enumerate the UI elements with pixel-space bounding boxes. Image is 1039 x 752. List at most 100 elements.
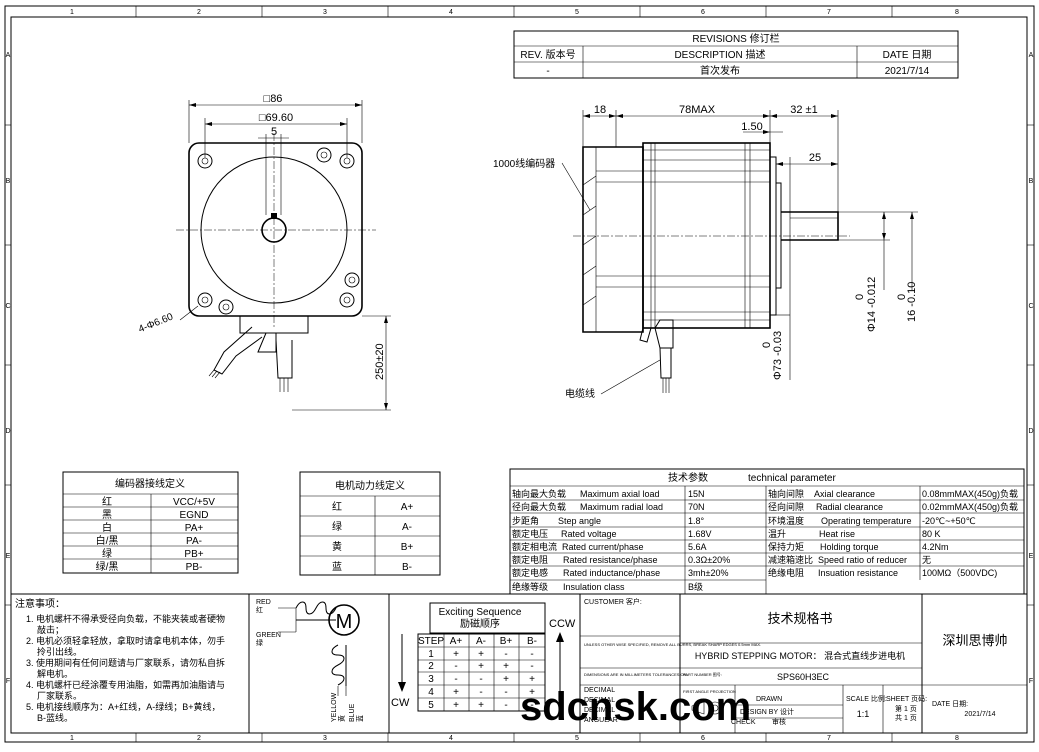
seq-cell: 2 <box>428 661 434 672</box>
param-label-en: Insulation class <box>563 582 625 592</box>
dim-16-b: 16 -0.10 <box>906 282 918 322</box>
seq-header: STEP <box>418 636 444 647</box>
param-value: B级 <box>688 581 703 592</box>
wire-green-cn: 绿 <box>256 638 263 647</box>
encoder-signal: VCC/+5V <box>173 497 215 508</box>
note-line: 5. 电机接线顺序为：A+红线，A-绿线；B+黄线， <box>26 701 221 712</box>
col-label: 1 <box>70 735 74 742</box>
approve-label: 审核 <box>772 717 786 726</box>
seq-cell: + <box>478 700 484 711</box>
company-name: 深圳思博帅 <box>942 633 1007 648</box>
col-label: 1 <box>70 9 74 16</box>
col-label: 4 <box>449 735 453 742</box>
col-label: 8 <box>955 9 959 16</box>
col-label: 2 <box>197 735 201 742</box>
param-value: 15N <box>688 489 705 499</box>
revisions-title: REVISIONS 修订栏 <box>692 32 779 45</box>
seq-cell: 1 <box>428 649 434 660</box>
param-value: 0.02mmMAX(450g)负载 <box>922 501 1018 512</box>
wire-blue-cn: 蓝 <box>355 715 364 722</box>
dim-16-a: 0 <box>896 294 908 300</box>
param-label-en: Maximum radial load <box>580 502 663 512</box>
row-label: E <box>1029 553 1034 560</box>
encoder-color: 白/黑 <box>96 534 119 547</box>
seq-cell: - <box>530 661 533 672</box>
tolerance-decimal: DECIMAL <box>584 707 615 714</box>
seq-header: A+ <box>450 636 463 647</box>
param-value: 无 <box>922 555 931 565</box>
power-signal: B- <box>402 562 412 573</box>
param-label-en: Rated voltage <box>561 529 617 539</box>
scale-value: 1:1 <box>857 709 870 719</box>
part-number: SPS60H3EC <box>777 672 830 682</box>
col-label: 3 <box>323 9 327 16</box>
param-value: 1.68V <box>688 529 712 539</box>
note-line: 敲击； <box>37 624 64 635</box>
tolerance-note: UNLESS OTHER WISE SPECIFIED, REMOVE ALL … <box>584 642 761 647</box>
row-label: B <box>6 178 11 185</box>
param-label-cn: 轴向间隙 <box>768 488 804 499</box>
exciting-sequence: Exciting Sequence 励磁顺序 STEP A+ A- B+ B- … <box>391 602 576 712</box>
sequence-title-en: Exciting Sequence <box>439 607 522 618</box>
note-line: 厂家联系。 <box>37 690 82 701</box>
param-label-cn: 绝缘等级 <box>512 581 548 592</box>
seq-cell: - <box>530 700 533 711</box>
param-value: 0.3Ω±20% <box>688 555 730 565</box>
seq-cell: + <box>478 649 484 660</box>
seq-cell: + <box>503 674 509 685</box>
scale-label: SCALE 比例: <box>846 694 887 703</box>
seq-header: A- <box>476 636 486 647</box>
row-label: D <box>1028 428 1033 435</box>
wire-yellow-label: YELLOW <box>331 692 338 722</box>
design-label: DESIGN BY 设计 <box>740 707 794 716</box>
dim-inner-label: □69.60 <box>259 112 293 124</box>
title-block: CUSTOMER 客户: 技术规格书 深圳思博帅 UNLESS OTHER WI… <box>580 594 1027 733</box>
sequence-title-cn: 励磁顺序 <box>460 617 500 630</box>
param-label-cn: 轴向最大负载 <box>512 488 566 499</box>
row-label: A <box>6 52 11 59</box>
param-label-en: Rated resistance/phase <box>563 555 658 565</box>
param-value: 80 K <box>922 529 941 539</box>
param-label-cn: 额定电压 <box>512 528 548 539</box>
param-value: 1.8° <box>688 516 705 526</box>
power-signal: A+ <box>401 502 414 513</box>
revisions-table: REVISIONS 修订栏 REV. 版本号 DESCRIPTION 描述 DA… <box>513 30 959 79</box>
power-signal: A- <box>402 522 412 533</box>
encoder-label: 1000线编码器 <box>493 157 555 170</box>
encoder-signal: PB- <box>186 562 203 573</box>
power-table: 电机动力线定义 红 A+ 绿 A- 黄 B+ 蓝 B- <box>299 471 441 576</box>
sheet-total: 共 1 页 <box>895 713 917 722</box>
col-label: 7 <box>827 9 831 16</box>
param-label-cn: 绝缘电阻 <box>768 567 804 578</box>
arrow-up-icon <box>556 632 564 642</box>
dim-holes-label: 4-Φ6.60 <box>137 311 175 335</box>
sheet-frame: 1 2 3 4 5 6 7 8 1 2 3 4 5 6 7 8 A B C D … <box>4 5 1035 743</box>
param-label-en: Holding torque <box>820 542 879 552</box>
param-value: 100MΩ（500VDC) <box>922 568 997 578</box>
motor-symbol-icon <box>328 604 360 636</box>
notes-title: 注意事项： <box>15 597 65 610</box>
seq-cell: 5 <box>428 700 434 711</box>
encoder-signal: PB+ <box>184 549 203 560</box>
dim-lead-label: 250±20 <box>374 343 386 380</box>
cable-label: 电缆线 <box>565 387 595 400</box>
param-value: 0.08mmMAX(450g)负载 <box>922 488 1018 499</box>
seq-cell: + <box>453 649 459 660</box>
seq-cell: + <box>453 700 459 711</box>
param-label-cn: 径向间隙 <box>768 501 804 512</box>
param-label-cn: 步距角 <box>512 515 539 526</box>
note-line: 1. 电机螺杆不得承受径向负载，不能夹装或者硬物 <box>26 613 225 624</box>
param-label-en: Rated inductance/phase <box>563 568 660 578</box>
col-label: 3 <box>323 735 327 742</box>
tolerance-angular: ANGULAR <box>584 717 618 724</box>
note-line: 解电机。 <box>37 668 73 679</box>
row-label: C <box>1028 303 1033 310</box>
encoder-table: 编码器接线定义 红 VCC/+5V 黑 EGND 白 PA+ 白/黑 PA- 绿… <box>62 471 239 574</box>
note-line: B-蓝线。 <box>37 712 73 723</box>
check-label: CHECK <box>731 719 756 726</box>
seq-cell: + <box>503 661 509 672</box>
arrow-down-icon <box>398 682 406 692</box>
tech-parameters-table: 技术参数 technical parameter 轴向最大负载 Maximum … <box>509 468 1025 595</box>
seq-cell: - <box>454 661 457 672</box>
